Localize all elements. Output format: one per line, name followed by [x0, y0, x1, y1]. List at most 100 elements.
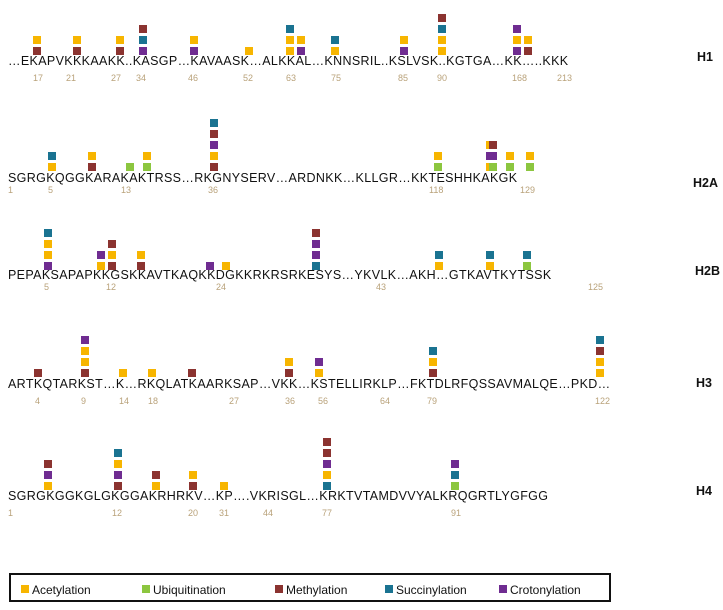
acetylation-mark: [297, 36, 305, 44]
methylation-mark: [189, 482, 197, 490]
acetylation-mark: [323, 471, 331, 479]
residue-position-number: 13: [121, 185, 132, 195]
ubiquitination-mark: [489, 163, 497, 171]
histone-label-h1: H1: [697, 50, 713, 64]
legend-label: Crotonylation: [510, 583, 581, 597]
acetylation-mark: [513, 36, 521, 44]
acetylation-mark: [44, 482, 52, 490]
methylation-mark: [44, 460, 52, 468]
acetylation-mark: [190, 36, 198, 44]
histone-label-h3: H3: [696, 376, 712, 390]
residue-position-number: 20: [188, 508, 199, 518]
residue-position-number: 5: [48, 185, 54, 195]
legend: Acetylation Ubiquitination Methylation S…: [9, 573, 611, 602]
ubiquitination-mark: [523, 262, 531, 270]
acetylation-mark: [97, 262, 105, 270]
residue-position-number: 75: [331, 73, 342, 83]
acetylation-mark: [88, 152, 96, 160]
residue-position-number: 168: [512, 73, 528, 83]
ubiquitination-mark: [451, 482, 459, 490]
acetylation-mark: [331, 47, 339, 55]
legend-label: Acetylation: [32, 583, 91, 597]
methylation-mark: [116, 47, 124, 55]
succinylation-mark: [451, 471, 459, 479]
succinylation-mark: [48, 152, 56, 160]
sequence-h3: ARTKQTARKST…K…RKQLATKAARKSAP…VKK…KSTELLI…: [8, 377, 611, 391]
methylation-mark: [323, 449, 331, 457]
crotonylation-mark: [206, 262, 214, 270]
methylation-mark: [152, 471, 160, 479]
acetylation-mark: [152, 482, 160, 490]
acetylation-mark: [119, 369, 127, 377]
methylation-mark: [88, 163, 96, 171]
residue-position-number: 34: [136, 73, 147, 83]
acetylation-mark: [81, 347, 89, 355]
acetylation-mark: [286, 36, 294, 44]
succinylation-mark: [523, 251, 531, 259]
methylation-mark: [438, 14, 446, 22]
methylation-mark: [81, 369, 89, 377]
succinylation-mark: [435, 251, 443, 259]
succinylation-mark: [486, 251, 494, 259]
acetylation-mark: [524, 36, 532, 44]
residue-position-number: 125: [588, 282, 604, 292]
legend-swatch-methylation: [275, 585, 283, 593]
residue-position-number: 1: [8, 185, 14, 195]
crotonylation-mark: [323, 460, 331, 468]
crotonylation-mark: [81, 336, 89, 344]
ubiquitination-mark: [526, 163, 534, 171]
residue-position-number: 91: [451, 508, 462, 518]
acetylation-mark: [143, 152, 151, 160]
sequence-h2b: PEPAKSAPAPKKGSKKAVTKAQKKDGKKRKRSRKESYS…Y…: [8, 268, 552, 282]
acetylation-mark: [435, 262, 443, 270]
acetylation-mark: [506, 152, 514, 160]
methylation-mark: [524, 47, 532, 55]
residue-position-number: 46: [188, 73, 199, 83]
crotonylation-mark: [451, 460, 459, 468]
residue-position-number: 52: [243, 73, 254, 83]
residue-position-number: 5: [44, 282, 50, 292]
acetylation-mark: [220, 482, 228, 490]
legend-label: Succinylation: [396, 583, 467, 597]
histone-label-h2b: H2B: [695, 264, 721, 278]
residue-position-number: 12: [106, 282, 117, 292]
acetylation-mark: [44, 251, 52, 259]
acetylation-mark: [438, 47, 446, 55]
crotonylation-mark: [44, 471, 52, 479]
residue-position-number: 44: [263, 508, 274, 518]
residue-position-number: 129: [520, 185, 536, 195]
methylation-mark: [210, 163, 218, 171]
acetylation-mark: [222, 262, 230, 270]
acetylation-mark: [429, 358, 437, 366]
crotonylation-mark: [210, 141, 218, 149]
sequence-h2a: SGRGKQGGKARAKAKTRSS…RKGNYSERV…ARDNKK…KLL…: [8, 171, 518, 185]
methylation-mark: [312, 229, 320, 237]
legend-swatch-acetylation: [21, 585, 29, 593]
methylation-mark: [108, 262, 116, 270]
residue-position-number: 24: [216, 282, 227, 292]
residue-position-number: 63: [286, 73, 297, 83]
histone-label-h4: H4: [696, 484, 712, 498]
ubiquitination-mark: [143, 163, 151, 171]
residue-position-number: 213: [557, 73, 573, 83]
ubiquitination-mark: [126, 163, 134, 171]
legend-label: Methylation: [286, 583, 348, 597]
residue-position-number: 31: [219, 508, 230, 518]
residue-position-number: 36: [285, 396, 296, 406]
methylation-mark: [33, 47, 41, 55]
methylation-mark: [137, 262, 145, 270]
methylation-mark: [323, 438, 331, 446]
methylation-mark: [210, 130, 218, 138]
legend-swatch-succinylation: [385, 585, 393, 593]
residue-position-number: 27: [111, 73, 122, 83]
sequence-h4: SGRGKGGKGLGKGGAKRHRKV…KP….VKRISGL…KRKTVT…: [8, 489, 549, 503]
methylation-mark: [73, 47, 81, 55]
crotonylation-mark: [297, 47, 305, 55]
residue-position-number: 27: [229, 396, 240, 406]
residue-position-number: 12: [112, 508, 123, 518]
succinylation-mark: [44, 229, 52, 237]
acetylation-mark: [81, 358, 89, 366]
acetylation-mark: [286, 47, 294, 55]
residue-position-number: 118: [429, 185, 444, 195]
acetylation-mark: [596, 358, 604, 366]
